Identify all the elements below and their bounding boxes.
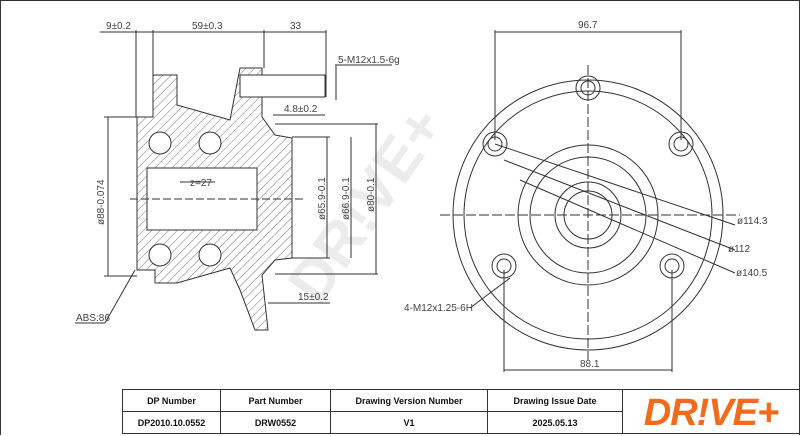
hub-section-view <box>75 30 392 331</box>
dim-d114-3: ø114.3 <box>737 216 768 227</box>
technical-drawing: 9±0.2 59±0.3 33 5-M12x1.5-6g 4.8±0.2 ø88… <box>75 20 768 372</box>
dim-d112: ø112 <box>728 244 750 255</box>
dim-d80: ø80-0.1 <box>366 177 377 212</box>
dim-59: 59±0.3 <box>192 21 223 32</box>
dim-d140-5: ø140.5 <box>736 268 768 279</box>
part-number-value: DRW0552 <box>220 411 331 434</box>
header-dp-number: DP Number <box>122 389 221 412</box>
dim-15: 15±0.2 <box>298 292 329 303</box>
drawing-version-value: V1 <box>330 411 488 434</box>
title-block: DP Number Part Number Drawing Version Nu… <box>122 389 800 434</box>
dim-bolt-thread: 4-M12x1.25-6H <box>404 303 473 314</box>
dim-96-7: 96.7 <box>578 20 598 31</box>
dim-spline-teeth: z=27 <box>190 178 212 189</box>
drive-logo: DR!VE+ <box>643 392 779 434</box>
dim-88-1: 88.1 <box>580 359 600 370</box>
dim-d65-9: ø65.9-0.1 <box>317 177 328 220</box>
issue-date-value: 2025.05.13 <box>487 411 623 434</box>
header-part-number: Part Number <box>220 389 331 412</box>
header-issue-date: Drawing Issue Date <box>487 389 623 412</box>
logo-cell <box>622 389 800 434</box>
abs-label: ABS:86 <box>76 313 110 324</box>
dim-d88: ø88-0.074 <box>96 179 107 225</box>
dim-stud-thread: 5-M12x1.5-6g <box>338 55 400 66</box>
header-drawing-version: Drawing Version Number <box>330 389 488 412</box>
dp-number-value: DP2010.10.0552 <box>122 411 221 434</box>
dim-d66-9: ø66.9-0.1 <box>341 177 352 220</box>
dim-33: 33 <box>290 21 302 32</box>
dim-9: 9±0.2 <box>106 21 131 32</box>
hub-front-view <box>440 30 740 372</box>
dim-4-8: 4.8±0.2 <box>284 104 318 115</box>
